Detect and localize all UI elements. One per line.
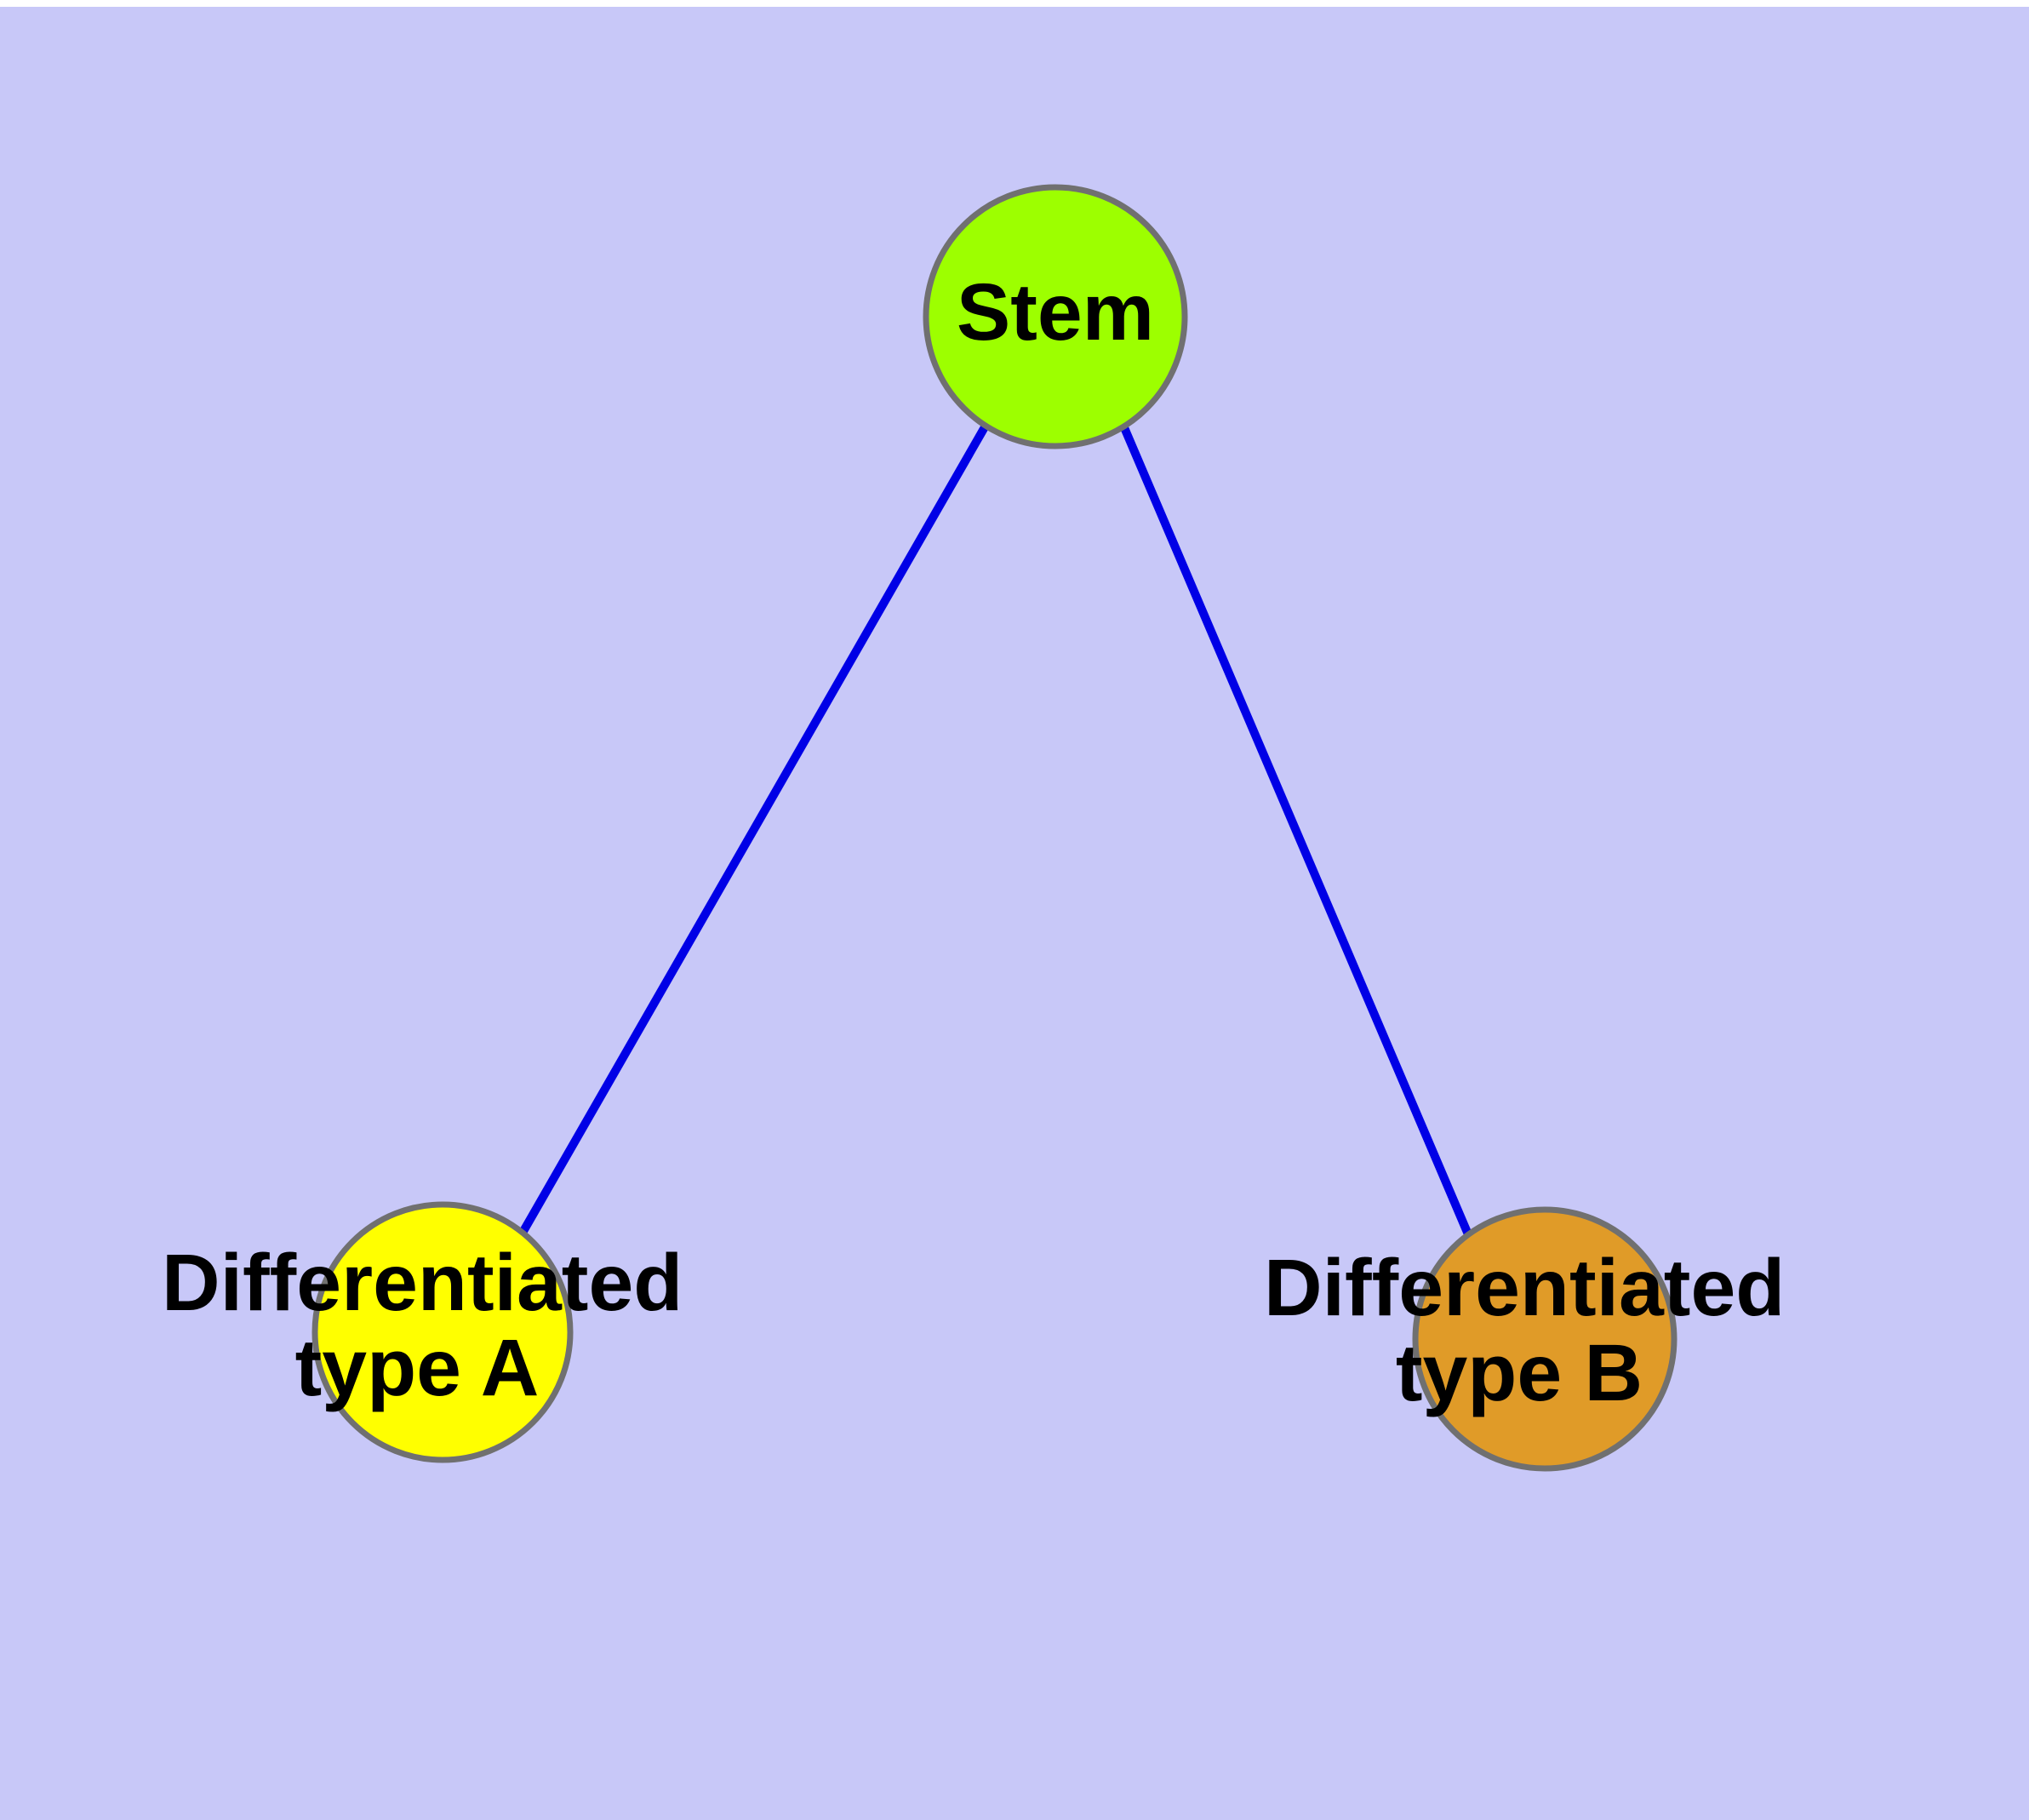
node-differentiated-type-a-circle[interactable] <box>311 1201 574 1463</box>
node-differentiated-type-b-circle[interactable] <box>1412 1206 1677 1472</box>
edge-stem-to-differentiated-type-a <box>518 423 990 1235</box>
node-layer <box>311 184 1677 1472</box>
node-stem-circle[interactable] <box>923 184 1188 449</box>
edge-stem-to-differentiated-type-b <box>1119 424 1472 1236</box>
edge-layer <box>518 423 1472 1236</box>
